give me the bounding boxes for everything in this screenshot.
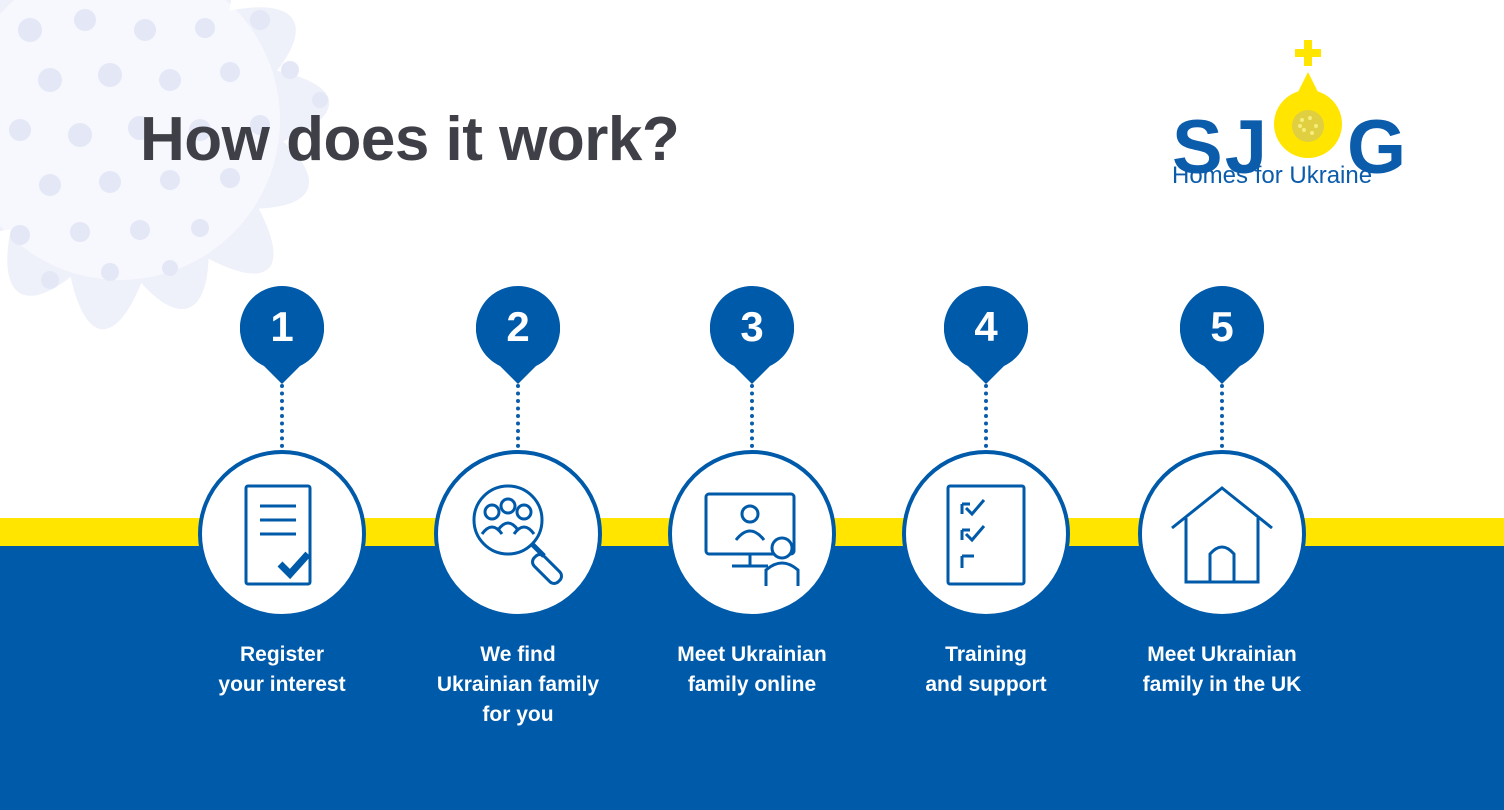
dotted-connector [280, 384, 284, 448]
step-label: Meet Ukrainian family online [642, 640, 862, 700]
dotted-connector [750, 384, 754, 448]
step-label-line: family in the UK [1142, 673, 1302, 696]
map-pin-icon [1180, 286, 1264, 384]
step-icon-circle [668, 450, 836, 618]
step-label-line: for you [482, 703, 554, 726]
step-label: Meet Ukrainian family in the UK [1112, 640, 1332, 700]
map-pin-icon [944, 286, 1028, 384]
sunflower-cross-icon [1274, 40, 1342, 158]
step-label: Training and support [876, 640, 1096, 700]
step-icon-circle [902, 450, 1070, 618]
dotted-connector [1220, 384, 1224, 448]
house-icon [1171, 486, 1273, 584]
step-number: 4 [974, 303, 998, 350]
family-search-icon [472, 484, 563, 585]
step-icon-circle [434, 450, 602, 618]
step-icon-circle [1138, 450, 1306, 618]
logo-subtitle: Homes for Ukraine [1172, 162, 1373, 189]
step-1: 1 Register your interest [172, 0, 392, 810]
step-number: 3 [740, 303, 764, 350]
map-pin-icon [710, 286, 794, 384]
step-4: 4 Training and support [876, 0, 1096, 810]
logo-letters-right: G [1346, 105, 1409, 190]
step-icon-circle [198, 450, 366, 618]
step-2: 2 We find Ukrainian family for you [408, 0, 628, 810]
page-title: How does it work? [140, 105, 680, 174]
logo-letters-left: SJ [1172, 105, 1269, 190]
step-label-line: We find [480, 643, 556, 666]
step-label-line: Register [239, 643, 325, 666]
checklist-icon [946, 484, 1026, 586]
step-3: 3 Meet Ukrainian family online [642, 0, 862, 810]
sunflower-watermark [0, 0, 330, 330]
step-label-line: Meet Ukrainian [1147, 643, 1297, 666]
step-label-line: Ukrainian family [436, 673, 600, 696]
map-pin-icon [476, 286, 560, 384]
map-pin-icon [240, 286, 324, 384]
dotted-connector [984, 384, 988, 448]
step-label-line: Meet Ukrainian [677, 643, 827, 666]
step-5: 5 Meet Ukrainian family in the UK [1112, 0, 1332, 810]
video-call-icon [704, 492, 800, 586]
step-number: 1 [270, 303, 294, 350]
step-label: We find Ukrainian family for you [408, 640, 628, 730]
step-label: Register your interest [172, 640, 392, 700]
step-label-line: your interest [218, 673, 346, 696]
step-label-line: and support [925, 673, 1047, 696]
step-label-line: Training [945, 643, 1027, 666]
document-check-icon [244, 484, 312, 586]
step-label-line: family online [687, 673, 817, 696]
dotted-connector [516, 384, 520, 448]
step-number: 5 [1210, 303, 1234, 350]
step-number: 2 [506, 303, 530, 350]
